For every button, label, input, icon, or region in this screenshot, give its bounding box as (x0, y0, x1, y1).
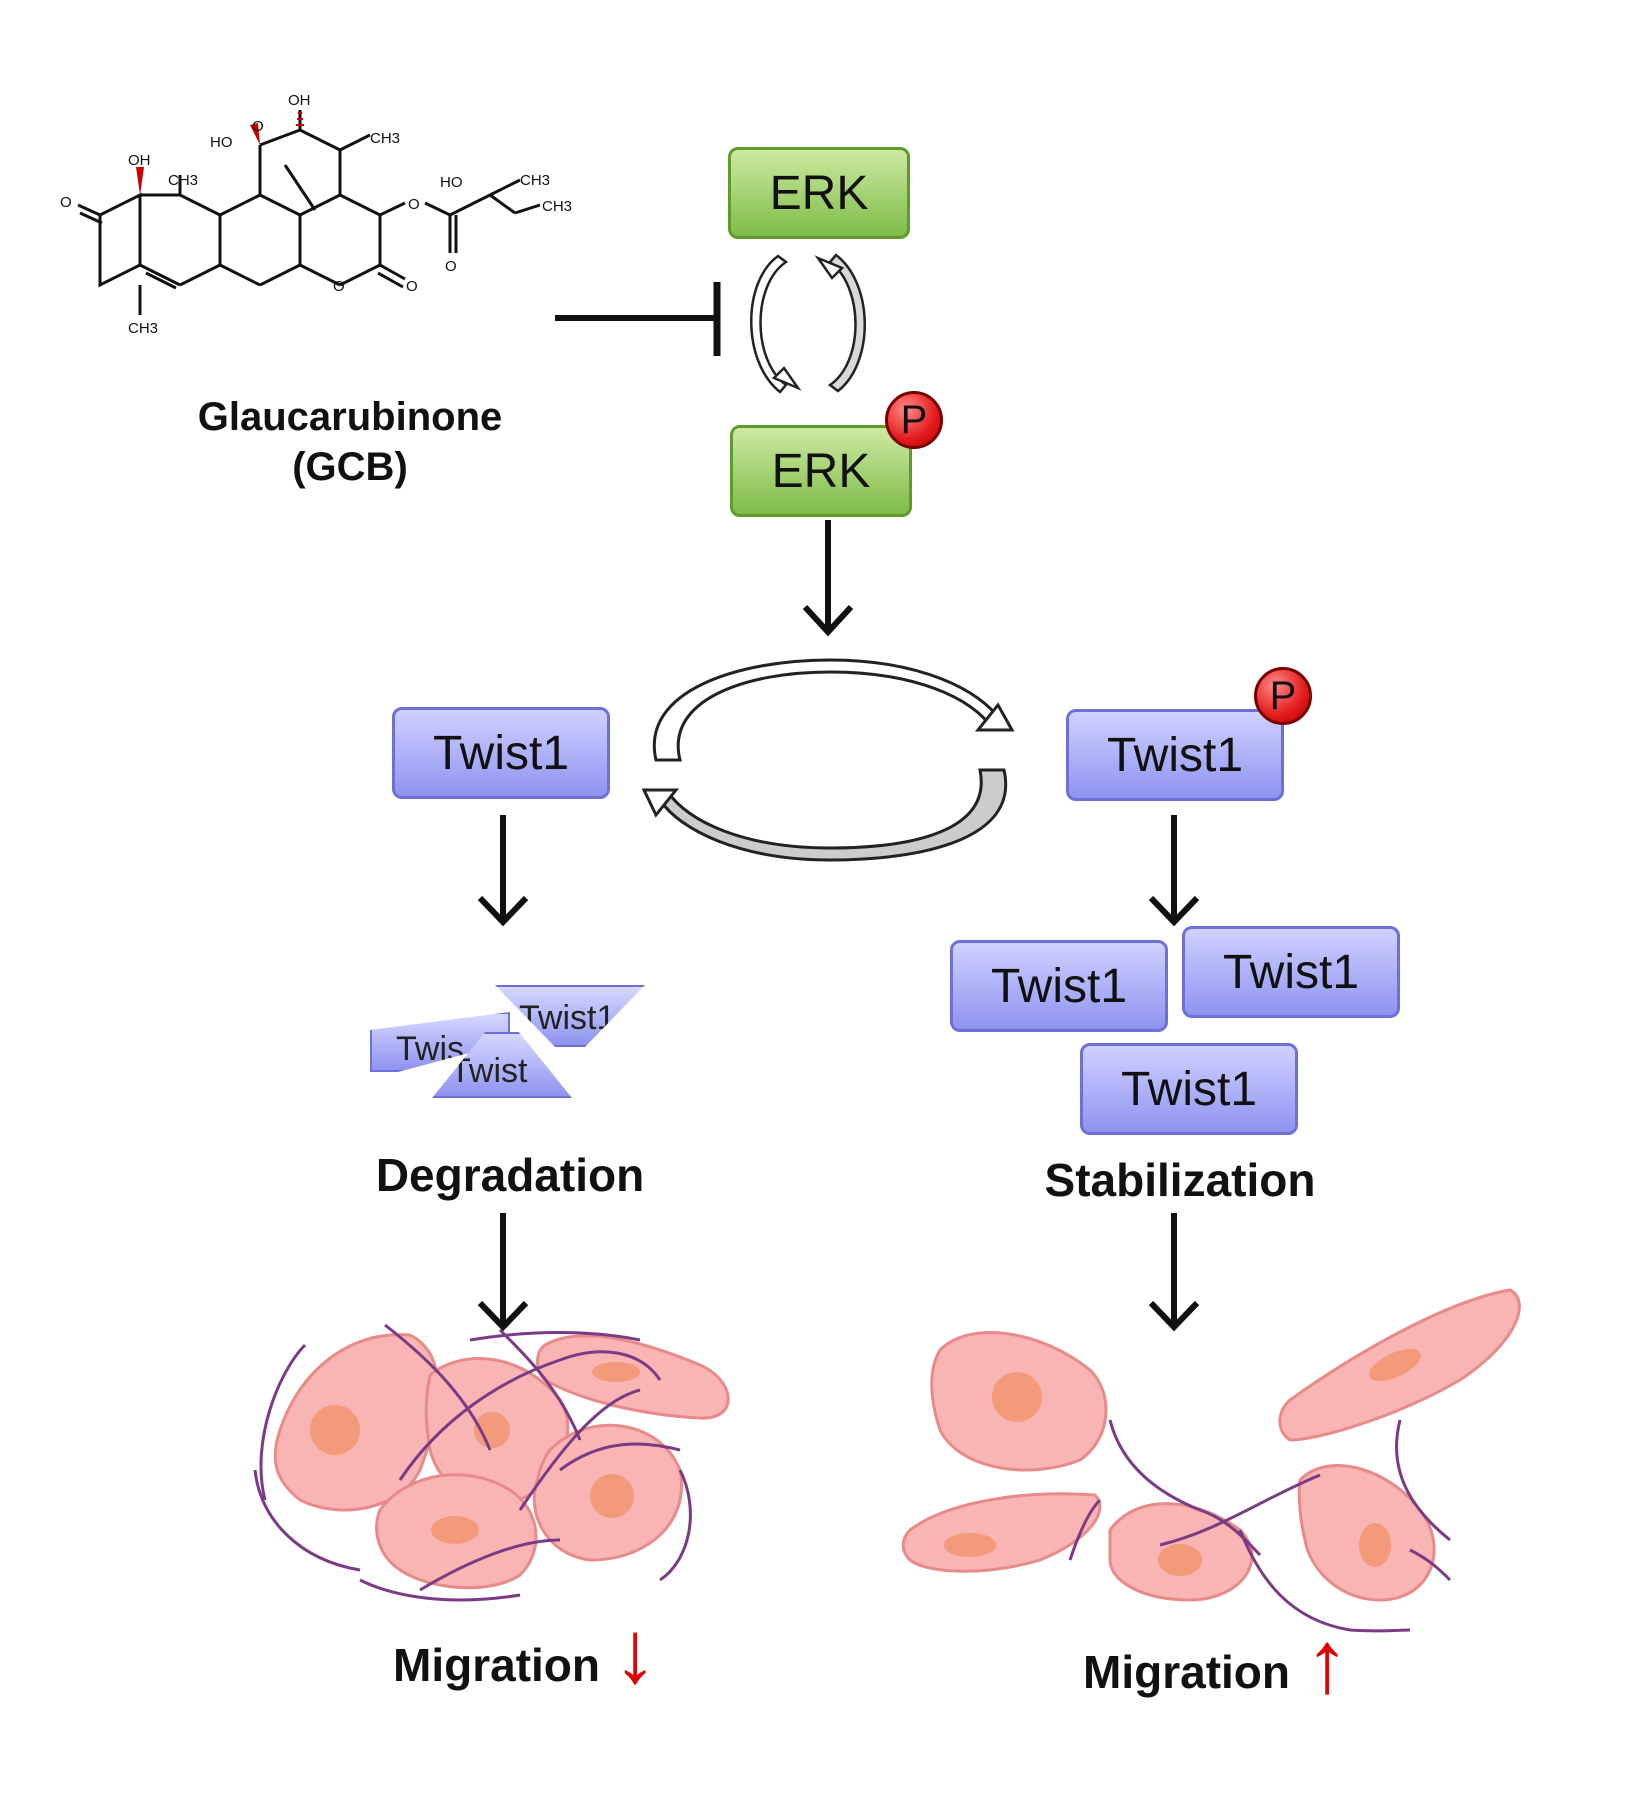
twist1-phosphorylated: Twist1 (1066, 709, 1284, 801)
atom-o-ketone: O (60, 194, 72, 211)
atom-o-ester: O (408, 196, 420, 213)
cells-scattered (901, 1288, 1521, 1633)
migration-down-arrow: ↓ (613, 1602, 657, 1701)
inhibition-arrow (555, 282, 721, 356)
erk-phosphorylated: ERK (730, 425, 912, 517)
atom-o-carbonyl: O (445, 258, 457, 275)
glaucarubinone-structure: OH HO O CH3 OH CH3 HO CH3 CH3 O O O O O … (60, 95, 572, 337)
atom-ch3-ester2: CH3 (542, 198, 572, 215)
twist1-stable: Twist1 (950, 940, 1168, 1032)
migration-left-label: Migration (393, 1639, 600, 1691)
erk-inactive-label: ERK (769, 166, 869, 220)
atom-ch3-bottom: CH3 (128, 320, 158, 337)
twist1-phospho-badge: P (1254, 667, 1312, 725)
degradation-label: Degradation (375, 1149, 645, 1201)
atom-ch3-top: CH3 (370, 130, 400, 147)
migration-right-label: Migration (1083, 1646, 1290, 1698)
atom-ho-left: HO (210, 134, 233, 151)
atom-o-bridge: O (252, 118, 264, 135)
compound-name: Glaucarubinone (197, 395, 503, 439)
compound-abbrev: (GCB) (292, 445, 408, 489)
twist1-stable: Twist1 (1182, 926, 1400, 1018)
atom-oh-left: OH (128, 152, 151, 169)
atom-o-ring: O (333, 278, 345, 295)
erk-inactive: ERK (728, 147, 910, 239)
twist1-unphosphorylated: Twist1 (392, 707, 610, 799)
atom-ho-ester: HO (440, 174, 463, 191)
migration-up-arrow: ↑ (1305, 1612, 1349, 1711)
atom-ch3-mid: CH3 (168, 172, 198, 189)
atom-ch3-ester1: CH3 (520, 172, 550, 189)
stabilization-label: Stabilization (1044, 1154, 1316, 1206)
twist1-phos-label: Twist1 (1106, 728, 1244, 782)
cells-clustered (253, 1323, 730, 1602)
twist1-stable: Twist1 (1080, 1043, 1298, 1135)
twist1-unphos-label: Twist1 (432, 726, 570, 780)
erk-cycle-arrows (750, 253, 866, 394)
erk-active-label: ERK (771, 444, 871, 498)
twist-cycle-arrows (641, 658, 1015, 862)
atom-o-lactone: O (406, 278, 418, 295)
erk-phospho-badge: P (885, 391, 943, 449)
atom-oh-top: OH (288, 95, 311, 109)
